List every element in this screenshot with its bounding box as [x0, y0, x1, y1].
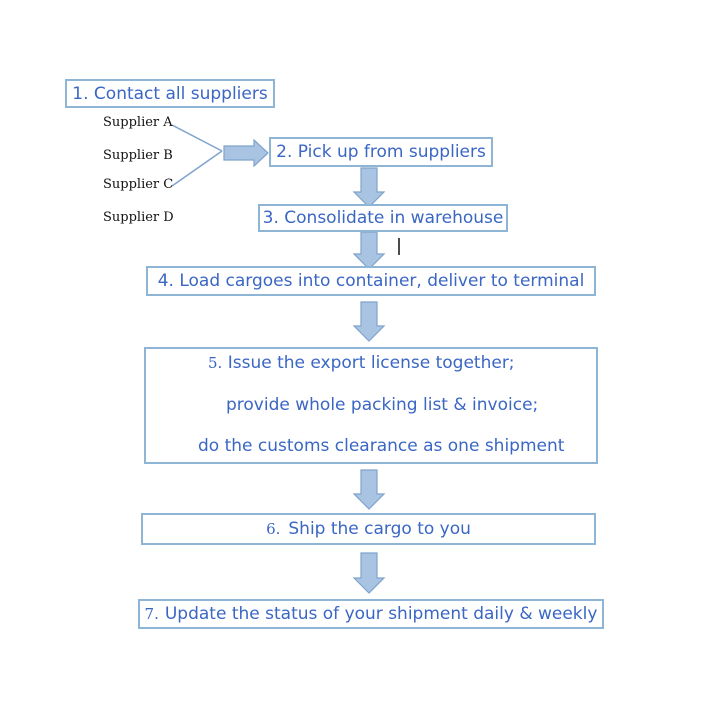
step-5-text-1: Issue the export license together; [227, 353, 515, 373]
step-4-label: 4. Load cargoes into container, deliver … [157, 271, 585, 291]
step-7-number: 7. [144, 605, 159, 623]
step-6-label: Ship the cargo to you [288, 519, 471, 539]
step-7-label: Update the status of your shipment daily… [164, 604, 598, 624]
arrow-down-icon [352, 167, 386, 208]
supplier-d: Supplier D [103, 210, 174, 225]
step-7-box: 7. Update the status of your shipment da… [138, 599, 604, 629]
step-6-number: 6. [266, 520, 281, 538]
step-3-box: 3. Consolidate in warehouse [258, 204, 508, 232]
arrow-right-icon [223, 138, 269, 168]
step-2-box: 2. Pick up from suppliers [269, 137, 493, 167]
step-5-number: 5. [208, 354, 223, 372]
step-2-label: 2. Pick up from suppliers [276, 142, 486, 162]
step-3-label: 3. Consolidate in warehouse [262, 208, 504, 228]
step-5-line-2: provide whole packing list & invoice; [226, 395, 539, 415]
step-4-box: 4. Load cargoes into container, deliver … [146, 266, 596, 296]
supplier-b: Supplier B [103, 148, 173, 163]
arrow-down-icon [352, 552, 386, 594]
step-5-line-3: do the customs clearance as one shipment [198, 436, 565, 456]
supplier-a: Supplier A [103, 115, 173, 130]
supplier-c: Supplier C [103, 177, 174, 192]
step-5-box: 5. Issue the export license together; pr… [144, 347, 598, 464]
bracket-line-c [171, 150, 223, 187]
step-5-line-1: 5. Issue the export license together; [208, 353, 515, 373]
arrow-down-icon [352, 469, 386, 510]
step-6-box: 6. Ship the cargo to you [141, 513, 596, 545]
step-1-label: 1. Contact all suppliers [72, 83, 268, 104]
bracket-line-a [171, 124, 223, 152]
arrow-down-icon [352, 231, 386, 270]
step-1-box: 1. Contact all suppliers [65, 79, 275, 108]
arrow-down-icon [352, 301, 386, 342]
